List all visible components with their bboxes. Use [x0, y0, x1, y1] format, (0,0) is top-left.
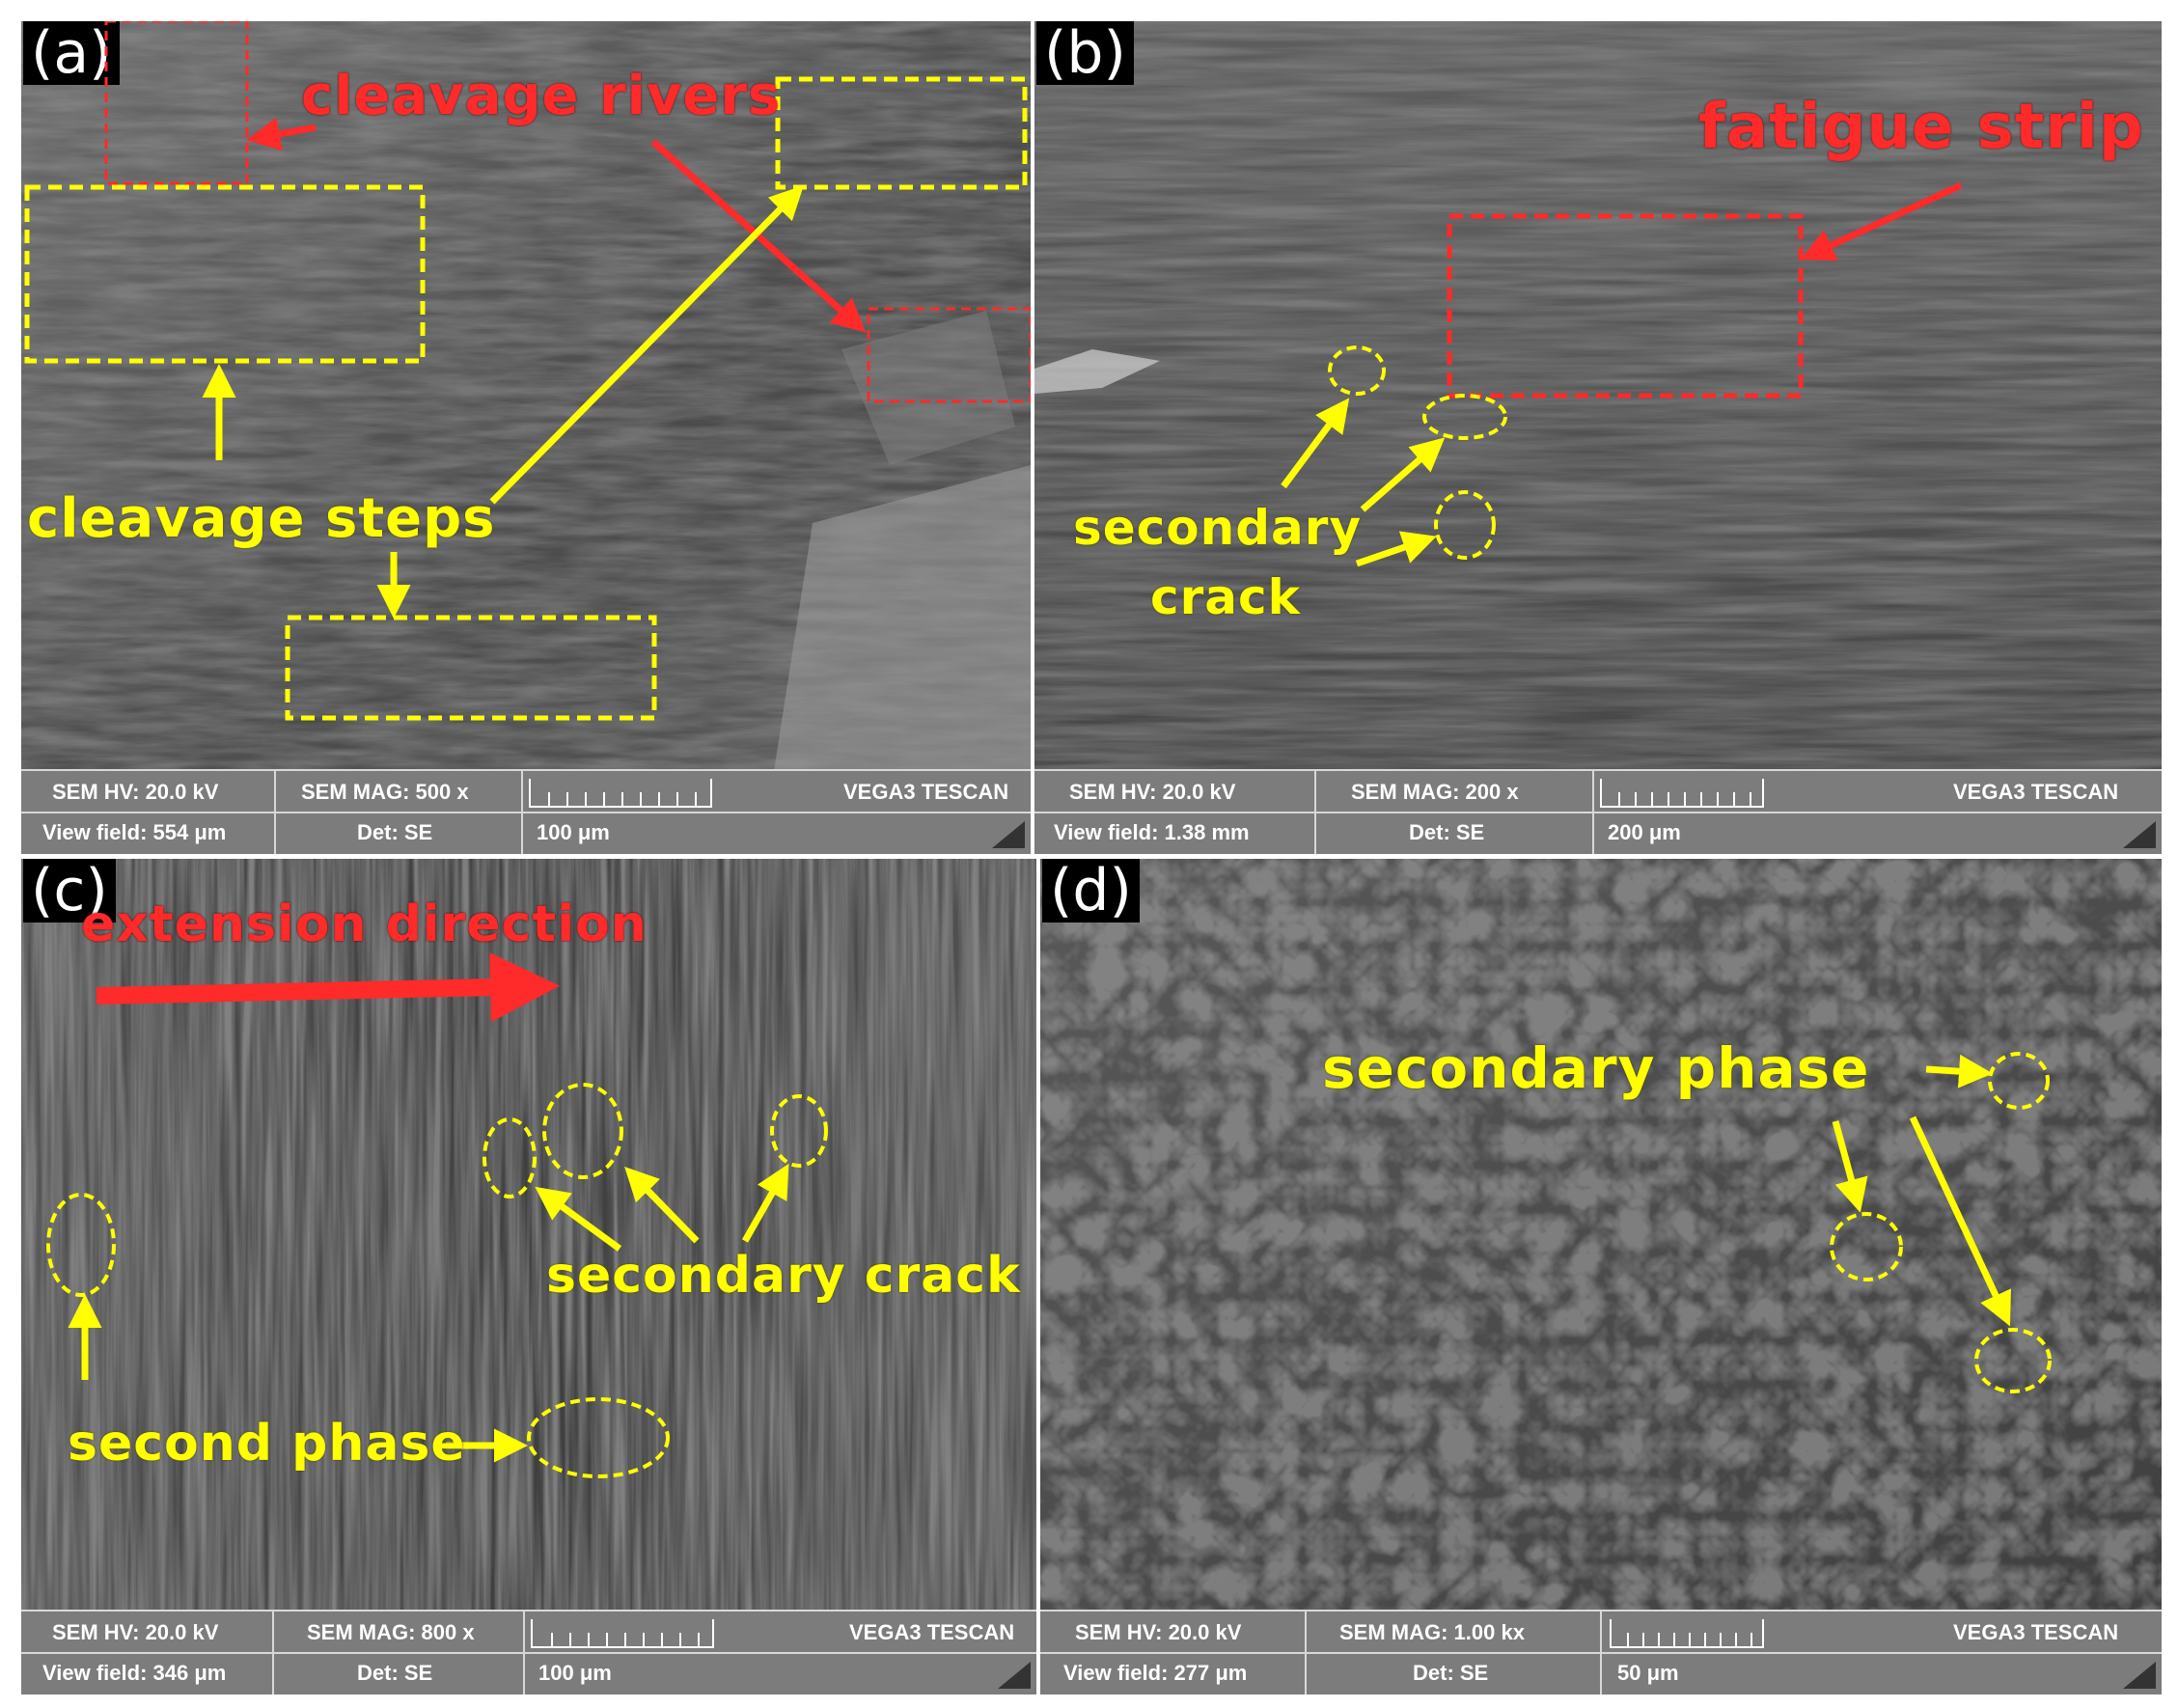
scale-bar-c — [531, 1619, 714, 1648]
label-cleavage-steps: cleavage steps — [27, 487, 496, 550]
info-hv-c: SEM HV: 20.0 kV — [52, 1620, 219, 1644]
info-view-field-d: View field: 277 μm — [1063, 1661, 1248, 1685]
label-crack-b: crack — [1150, 569, 1301, 625]
label-secondary-crack-c: secondary crack — [546, 1247, 1021, 1305]
sem-panel-a: (a) cleavage rivers cleavage steps SEM H… — [21, 21, 1031, 854]
corner-mark-icon — [2123, 821, 2156, 848]
corner-mark-icon — [998, 1662, 1031, 1689]
panel-label-a: (a) — [23, 21, 120, 85]
info-det-a: Det: SE — [357, 820, 433, 844]
sem-panel-d: (d) secondary phase SEM HV: 20.0 kV SEM … — [1040, 859, 2162, 1694]
info-brand-b: VEGA3 TESCAN — [1953, 780, 2119, 804]
sem-info-bar-b: SEM HV: 20.0 kV SEM MAG: 200 x VEGA3 TES… — [1034, 769, 2162, 854]
label-extension-direction: extension direction — [81, 895, 648, 953]
sem-micrograph-d — [1040, 859, 2162, 1612]
sem-micrograph-a — [21, 21, 1031, 771]
info-det-b: Det: SE — [1409, 820, 1485, 844]
info-view-field-a: View field: 554 μm — [42, 820, 227, 844]
sem-info-bar-c: SEM HV: 20.0 kV SEM MAG: 800 x VEGA3 TES… — [21, 1610, 1036, 1694]
info-view-field-b: View field: 1.38 mm — [1054, 820, 1250, 844]
info-det-c: Det: SE — [357, 1661, 433, 1685]
label-second-phase: second phase — [68, 1415, 466, 1473]
info-brand-c: VEGA3 TESCAN — [849, 1620, 1015, 1644]
corner-mark-icon — [992, 821, 1025, 848]
panel-label-b: (b) — [1036, 21, 1134, 85]
info-scale-c: 100 μm — [538, 1661, 612, 1685]
info-det-d: Det: SE — [1413, 1661, 1489, 1685]
info-brand-d: VEGA3 TESCAN — [1953, 1620, 2119, 1644]
info-scale-d: 50 μm — [1617, 1661, 1679, 1685]
label-fatigue-strip: fatigue strip — [1698, 92, 2144, 163]
sem-info-bar-d: SEM HV: 20.0 kV SEM MAG: 1.00 kx VEGA3 T… — [1040, 1610, 2162, 1694]
sem-panel-b: (b) fatigue strip secondary crack SEM HV… — [1034, 21, 2162, 854]
info-hv-a: SEM HV: 20.0 kV — [52, 780, 219, 804]
info-hv-d: SEM HV: 20.0 kV — [1075, 1620, 1242, 1644]
info-mag-b: SEM MAG: 200 x — [1351, 780, 1519, 804]
label-cleavage-rivers: cleavage rivers — [301, 65, 782, 127]
sem-panel-c: (c) extension direction secondary crack … — [21, 859, 1036, 1694]
info-scale-a: 100 μm — [537, 820, 610, 844]
panel-label-c: (c) — [23, 859, 116, 923]
sem-info-bar-a: SEM HV: 20.0 kV SEM MAG: 500 x VEGA3 TES… — [21, 769, 1031, 854]
info-mag-c: SEM MAG: 800 x — [307, 1620, 475, 1644]
info-scale-b: 200 μm — [1608, 820, 1681, 844]
info-mag-d: SEM MAG: 1.00 kx — [1339, 1620, 1525, 1644]
scale-bar-d — [1610, 1619, 1764, 1648]
sem-micrograph-c — [21, 859, 1036, 1612]
info-view-field-c: View field: 346 μm — [42, 1661, 227, 1685]
info-mag-a: SEM MAG: 500 x — [301, 780, 469, 804]
info-hv-b: SEM HV: 20.0 kV — [1069, 780, 1236, 804]
label-secondary-phase: secondary phase — [1322, 1035, 1870, 1101]
info-brand-a: VEGA3 TESCAN — [843, 780, 1009, 804]
panel-label-d: (d) — [1042, 859, 1140, 923]
scale-bar-a — [529, 779, 712, 808]
label-secondary-b: secondary — [1073, 500, 1363, 556]
corner-mark-icon — [2123, 1662, 2156, 1689]
scale-bar-b — [1600, 779, 1764, 808]
